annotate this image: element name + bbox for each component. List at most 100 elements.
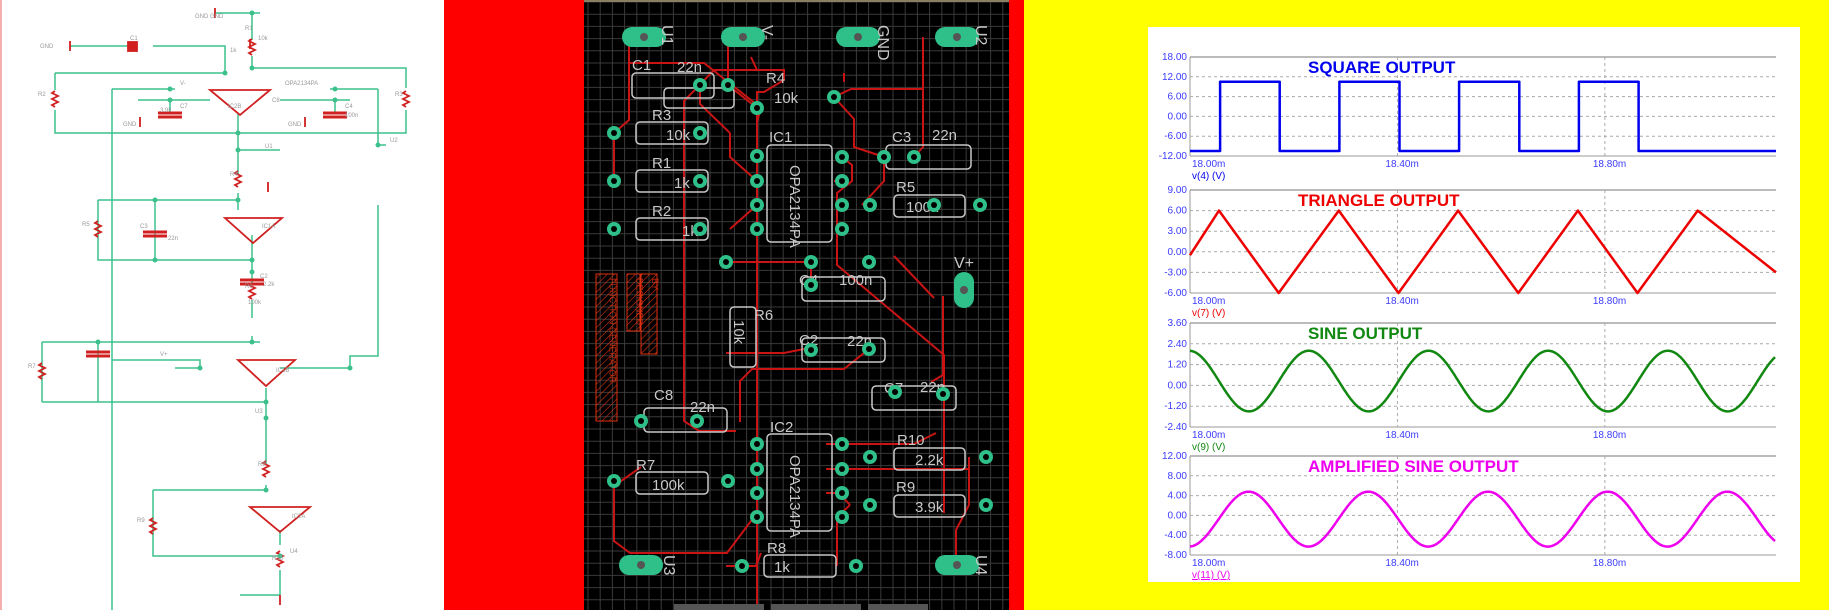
- wire: [152, 490, 280, 557]
- connector-u4: U4: [935, 555, 989, 576]
- component-ref-r7: R7: [636, 457, 655, 474]
- waveform-line: [1189, 349, 1776, 413]
- pad-drill: [754, 105, 760, 111]
- pad-drill: [853, 563, 859, 569]
- pad-drill: [697, 82, 703, 88]
- component-ref-r3: R3: [652, 107, 671, 124]
- opamp-symbol: [247, 506, 313, 534]
- component-ref-ic1: IC1: [769, 129, 792, 146]
- pad-drill: [697, 178, 703, 184]
- component-ref-r9: R9: [896, 479, 915, 496]
- connector-drill: [960, 286, 968, 294]
- pad-drill: [611, 130, 617, 136]
- scroll-segment: [868, 604, 928, 610]
- schematic-label: 100k: [248, 300, 262, 306]
- connector-label: V-: [758, 25, 775, 40]
- y-tick-label: 9.00: [1168, 185, 1188, 196]
- pad-drill: [638, 418, 644, 424]
- schematic-label: U4: [290, 549, 298, 555]
- copper-trace: [613, 63, 630, 181]
- resistor-r3: [635, 121, 709, 145]
- x-tick-label: 18.00m: [1192, 558, 1225, 569]
- capacitor-c7: [871, 385, 957, 411]
- copper-trace: [833, 37, 924, 98]
- pad-drill: [611, 226, 617, 232]
- pad-drill: [839, 441, 845, 447]
- x-tick-label: 18.80m: [1593, 430, 1626, 441]
- pad-drill: [754, 178, 760, 184]
- connector-vminus: V-: [721, 25, 775, 47]
- x-tick-label: 18.80m: [1593, 296, 1626, 307]
- component-ref-r2: R2: [652, 203, 671, 220]
- pad-drill: [723, 259, 729, 265]
- junction-dot: [263, 399, 269, 405]
- component-value: 2.2k: [915, 452, 944, 469]
- component-value: 10k: [730, 320, 747, 345]
- connector-u2: U2: [935, 25, 989, 47]
- pad-drill: [754, 153, 760, 159]
- schematic-label: 1k: [230, 48, 237, 54]
- schematic-label: V-: [180, 81, 186, 87]
- pad-drill: [754, 514, 760, 520]
- junction-dot: [332, 86, 338, 92]
- schematic-label: R1: [245, 26, 253, 32]
- component-value: 3.9k: [915, 499, 944, 516]
- schematic-border: [0, 0, 2, 610]
- copper-trace: [930, 296, 944, 383]
- component-ref-c3: C3: [892, 129, 911, 146]
- y-tick-label: -4.00: [1164, 530, 1187, 541]
- junction-dot: [152, 257, 158, 263]
- junction-dot: [167, 86, 173, 92]
- scroll-segment: [771, 604, 861, 610]
- y-tick-label: 3.60: [1168, 318, 1188, 329]
- schematic-label: R8: [258, 462, 266, 468]
- y-tick-label: 0.00: [1168, 111, 1188, 122]
- silkscreen-text: BY: [650, 278, 660, 290]
- pad-drill: [831, 94, 837, 100]
- series-label: v(4) (V): [1192, 171, 1225, 182]
- y-tick-label: 6.00: [1168, 92, 1188, 103]
- pad-drill: [697, 130, 703, 136]
- connector-label: U1: [658, 25, 675, 46]
- x-tick-label: 18.00m: [1192, 430, 1225, 441]
- resistor-symbol: [246, 38, 258, 56]
- junction-dot: [167, 97, 173, 103]
- hatched-block: [595, 273, 618, 422]
- resistor-symbol: [260, 460, 272, 478]
- schematic-label: C4: [345, 104, 353, 110]
- schematic-label: GND: [288, 122, 302, 128]
- waveform-line: [1188, 209, 1777, 295]
- pad-drill: [983, 454, 989, 460]
- component-value: 1k: [674, 175, 690, 192]
- schematic-label: C8: [272, 98, 280, 104]
- pcb-bottom-bar: [674, 604, 928, 610]
- component-value: 10k: [666, 127, 691, 144]
- y-tick-label: 12.00: [1162, 72, 1187, 83]
- y-tick-label: 0.00: [1168, 247, 1188, 258]
- y-tick-label: -6.00: [1164, 131, 1187, 142]
- copper-trace: [739, 348, 870, 422]
- ic2-outline: [766, 433, 833, 532]
- y-tick-label: 2.40: [1168, 339, 1188, 350]
- resistor-r8: [763, 554, 837, 578]
- schematic-label: R5: [82, 222, 90, 228]
- capacitor-c4: [801, 276, 886, 302]
- pcb-silkscreen: [631, 72, 972, 578]
- junction-dot: [152, 197, 158, 203]
- schematic-junctions: [95, 10, 381, 559]
- pad-drill: [739, 563, 745, 569]
- junction-dot: [249, 10, 255, 16]
- copper-trace: [833, 96, 885, 158]
- component-ref-c1: C1: [632, 57, 651, 74]
- connector-vplus: V+: [954, 255, 974, 308]
- y-tick-label: 12.00: [1162, 451, 1187, 462]
- wire: [112, 359, 201, 368]
- series-label: v(11) (V): [1192, 570, 1230, 581]
- resistor-r10: [893, 447, 966, 471]
